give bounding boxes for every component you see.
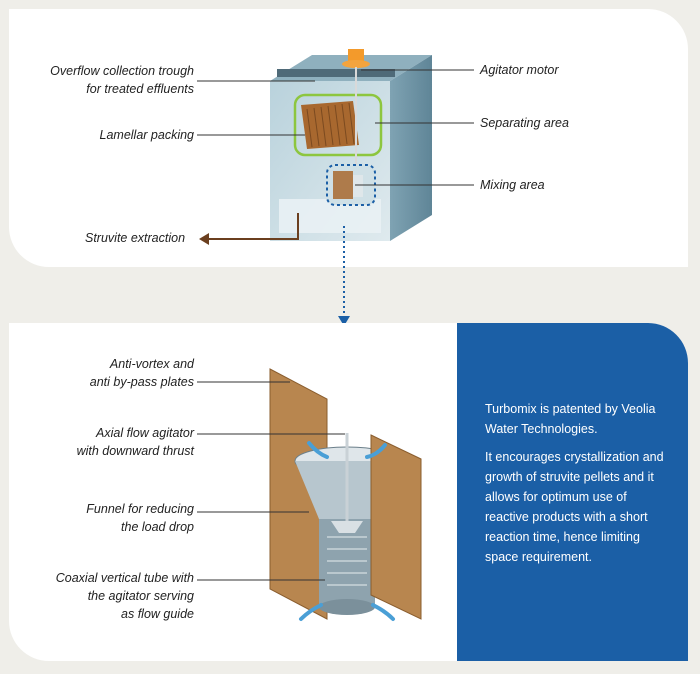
struvite-extraction-label: Struvite extraction — [85, 231, 186, 245]
flow-arrow-icon — [371, 603, 395, 621]
flow-arrow-icon — [365, 443, 387, 459]
agitator-motor-label: Agitator motor — [480, 63, 559, 77]
coaxial-label-line1: Coaxial vertical tube with — [55, 571, 194, 585]
anti-vortex-label-line2: anti by-pass plates — [89, 375, 194, 389]
axial-agitator-label: Axial flow agitator with downward thrust — [19, 424, 194, 460]
info-paragraph-2: It encourages crystallization and growth… — [485, 450, 664, 564]
overflow-label-line2: for treated effluents — [86, 82, 194, 96]
separating-area-outline — [293, 93, 383, 157]
tank-illustration — [197, 49, 474, 245]
mixing-area-label: Mixing area — [480, 178, 545, 192]
overflow-trough — [277, 69, 395, 77]
flow-arrow-icon — [299, 603, 323, 621]
tank-side — [390, 55, 432, 241]
agitator-impeller — [331, 521, 363, 533]
anti-vortex-plate-left — [269, 368, 328, 620]
axial-label-line2: with downward thrust — [76, 444, 194, 458]
overflow-trough-label: Overflow collection trough for treated e… — [29, 62, 194, 98]
info-box: Turbomix is patented by Veolia Water Tec… — [457, 323, 688, 661]
bottom-panel: Anti-vortex and anti by-pass plates Axia… — [9, 323, 688, 661]
struvite-extraction-line — [207, 213, 299, 240]
coaxial-tube — [319, 519, 375, 607]
info-paragraph-1: Turbomix is patented by Veolia Water Tec… — [485, 402, 656, 436]
turbomix-illustration — [197, 368, 422, 621]
anti-vortex-label-line1: Anti-vortex and — [109, 357, 194, 371]
top-panel: Overflow collection trough for treated e… — [9, 9, 688, 267]
struvite-arrow-icon — [199, 233, 209, 245]
coaxial-label-line2: the agitator serving — [87, 589, 194, 603]
flow-arrow-icon — [307, 441, 329, 459]
anti-vortex-label: Anti-vortex and anti by-pass plates — [19, 355, 194, 391]
overflow-label-line1: Overflow collection trough — [50, 64, 194, 78]
separating-area-label: Separating area — [480, 116, 569, 130]
anti-vortex-plate-right — [370, 434, 422, 620]
coaxial-label-line3: as flow guide — [121, 607, 194, 621]
funnel-label-line1: Funnel for reducing — [86, 502, 194, 516]
agitator-motor — [348, 49, 364, 63]
funnel-label: Funnel for reducing the load drop — [19, 500, 194, 536]
lamellar-packing-label: Lamellar packing — [99, 128, 195, 142]
axial-label-line1: Axial flow agitator — [96, 426, 194, 440]
connector-arrow-icon — [338, 316, 350, 326]
coaxial-tube-label: Coaxial vertical tube with the agitator … — [19, 569, 194, 623]
funnel-label-line2: the load drop — [121, 520, 194, 534]
